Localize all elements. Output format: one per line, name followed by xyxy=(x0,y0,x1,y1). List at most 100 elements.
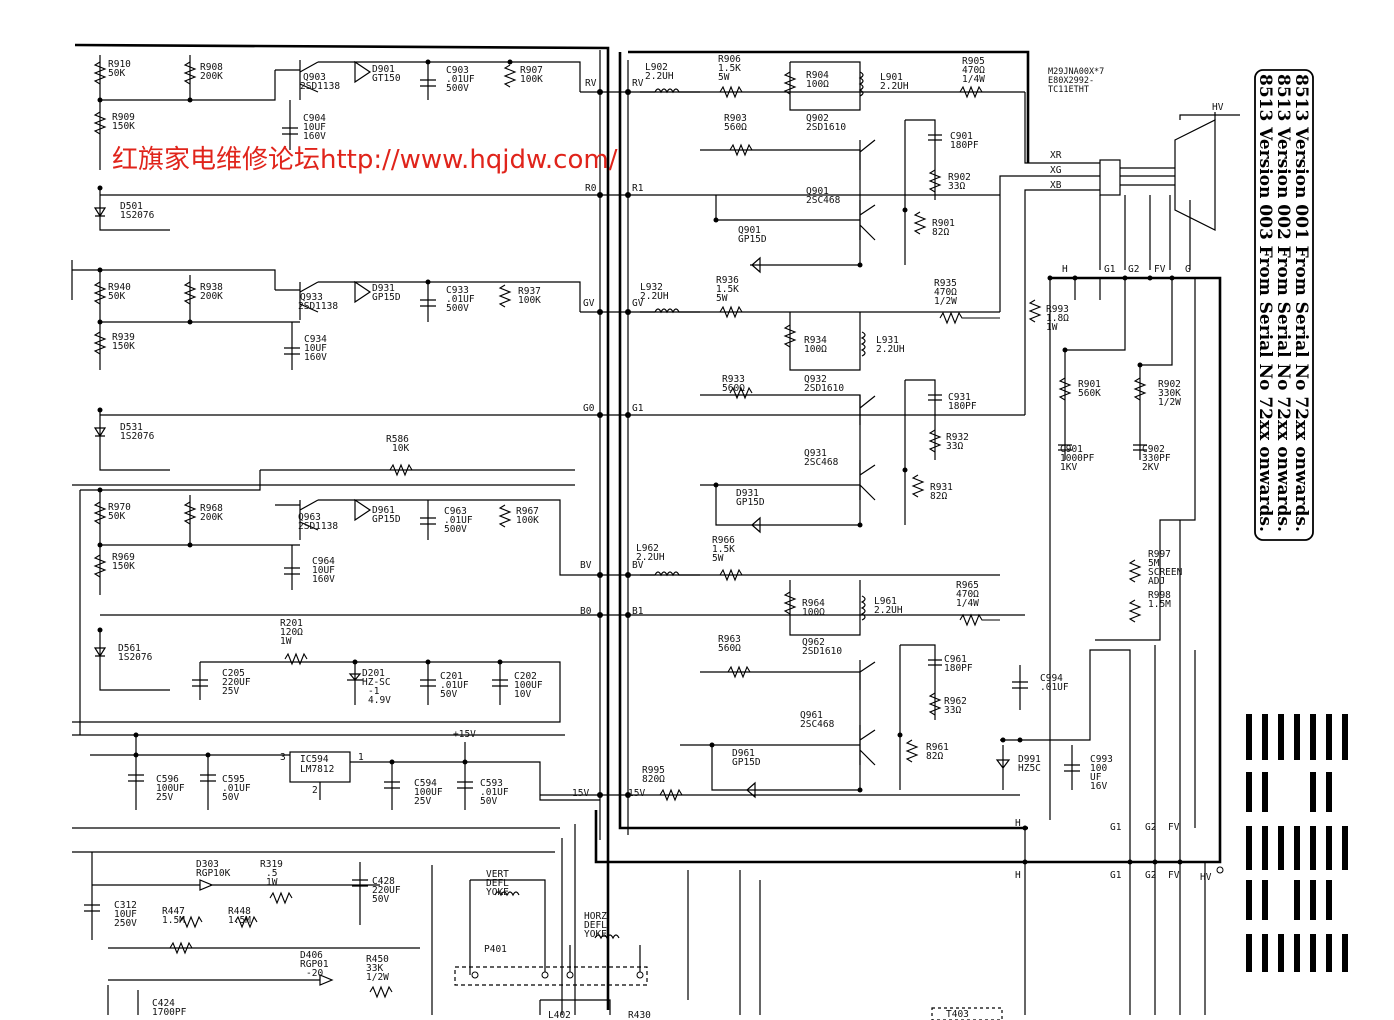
svg-text:D406: D406 xyxy=(300,950,323,961)
svg-text:10V: 10V xyxy=(514,689,531,700)
svg-text:R998: R998 xyxy=(1148,590,1171,601)
svg-text:R940: R940 xyxy=(108,282,131,293)
svg-text:R901: R901 xyxy=(1078,379,1101,390)
svg-text:C964: C964 xyxy=(312,556,335,567)
svg-text:D961: D961 xyxy=(732,748,755,759)
svg-text:2SC468: 2SC468 xyxy=(806,195,841,206)
svg-text:4.9V: 4.9V xyxy=(368,695,391,706)
svg-text:100Ω: 100Ω xyxy=(802,607,825,618)
logo-stripe xyxy=(1326,934,1332,972)
svg-text:D991: D991 xyxy=(1018,754,1041,765)
svg-text:50V: 50V xyxy=(222,792,239,803)
svg-text:16V: 16V xyxy=(1090,781,1107,792)
svg-text:82Ω: 82Ω xyxy=(926,751,943,762)
main-frame xyxy=(71,43,1222,1015)
svg-text:R965: R965 xyxy=(956,580,979,591)
svg-text:R939: R939 xyxy=(112,332,135,343)
logo-stripe xyxy=(1246,826,1252,870)
svg-text:50K: 50K xyxy=(108,291,125,302)
label-g0: G0 xyxy=(583,403,595,414)
svg-text:330PF: 330PF xyxy=(1142,453,1171,464)
logo-stripe xyxy=(1342,826,1348,870)
logo-stripe xyxy=(1262,880,1268,920)
logo-stripe xyxy=(1278,826,1284,870)
svg-text:1700PF: 1700PF xyxy=(152,1007,187,1018)
svg-text:100UF: 100UF xyxy=(414,787,443,798)
svg-text:1/4W: 1/4W xyxy=(962,74,985,85)
svg-text:1W: 1W xyxy=(1046,322,1058,333)
svg-text:2.2UH: 2.2UH xyxy=(880,81,909,92)
svg-text:C901: C901 xyxy=(950,131,973,142)
svg-text:.01UF: .01UF xyxy=(440,680,469,691)
svg-text:500V: 500V xyxy=(444,524,467,535)
svg-text:GP15D: GP15D xyxy=(736,497,765,508)
bus-labels: RV RV R0 R1 GV GV G0 G1 BV BV B0 B1 15V … xyxy=(453,78,645,799)
svg-text:C963: C963 xyxy=(444,506,467,517)
svg-text:C994: C994 xyxy=(1040,673,1063,684)
svg-text:10UF: 10UF xyxy=(304,343,327,354)
svg-text:C993: C993 xyxy=(1090,754,1113,765)
svg-text:180PF: 180PF xyxy=(944,663,973,674)
svg-text:.01UF: .01UF xyxy=(1040,682,1069,693)
svg-text:ADJ: ADJ xyxy=(1148,576,1165,587)
svg-text:C903: C903 xyxy=(446,65,469,76)
label-b1: B1 xyxy=(632,606,644,617)
logo-stripe xyxy=(1278,714,1284,760)
svg-text:R908: R908 xyxy=(200,62,223,73)
svg-text:10K: 10K xyxy=(392,443,409,454)
svg-text:R932: R932 xyxy=(946,432,969,443)
svg-text:GP15D: GP15D xyxy=(732,757,761,768)
svg-text:R586: R586 xyxy=(386,434,409,445)
label-g1: G1 xyxy=(632,403,644,414)
svg-text:FV: FV xyxy=(1168,822,1180,833)
power-section: R201 120Ω 1W C205 220UF 25V D201 HZ-SC -… xyxy=(90,618,600,810)
svg-text:D531: D531 xyxy=(120,422,143,433)
signal-buses xyxy=(100,50,1025,840)
svg-text:G2: G2 xyxy=(1145,870,1156,881)
svg-text:E80X2992-: E80X2992- xyxy=(1048,76,1094,86)
svg-text:-1: -1 xyxy=(368,686,380,697)
red-channel: R910 50K R908 200K Q903 2SD1138 D901 GT1… xyxy=(93,54,1025,274)
svg-text:33Ω: 33Ω xyxy=(944,705,961,716)
svg-text:RGP10K: RGP10K xyxy=(196,868,231,879)
svg-text:5W: 5W xyxy=(716,293,728,304)
logo-stripe xyxy=(1246,714,1252,760)
deflection-section: D303 RGP10K R319 .5 1W C428 220UF 50V C3… xyxy=(84,852,1003,1020)
svg-text:2.2UH: 2.2UH xyxy=(636,552,665,563)
svg-text:50K: 50K xyxy=(108,511,125,522)
svg-text:Q901: Q901 xyxy=(806,186,829,197)
svg-text:1S2076: 1S2076 xyxy=(120,431,155,442)
version-note-3: 8513 Version 003 From Serial No 72xx onw… xyxy=(1255,74,1275,532)
svg-text:FV: FV xyxy=(1168,870,1180,881)
svg-text:XR: XR xyxy=(1050,150,1062,161)
svg-text:Q932: Q932 xyxy=(804,374,827,385)
svg-text:180PF: 180PF xyxy=(950,140,979,151)
svg-text:50V: 50V xyxy=(372,894,389,905)
svg-text:560Ω: 560Ω xyxy=(724,122,747,133)
svg-text:R902: R902 xyxy=(948,172,971,183)
svg-text:-20: -20 xyxy=(306,968,323,979)
svg-text:5M: 5M xyxy=(1148,558,1160,569)
logo-stripe xyxy=(1294,826,1300,870)
ibm-logo xyxy=(1246,714,1348,972)
version-notes: 8513 Version 001 From Serial No 72xx onw… xyxy=(1254,69,1314,541)
svg-text:330K: 330K xyxy=(1158,388,1181,399)
svg-text:560Ω: 560Ω xyxy=(722,383,745,394)
svg-text:IC594: IC594 xyxy=(300,754,329,765)
svg-text:2SD1138: 2SD1138 xyxy=(300,81,340,92)
logo-stripe xyxy=(1294,714,1300,760)
svg-text:R961: R961 xyxy=(926,742,949,753)
svg-text:2: 2 xyxy=(312,785,318,796)
svg-text:R937: R937 xyxy=(518,286,541,297)
svg-text:C205: C205 xyxy=(222,668,245,679)
svg-text:Q961: Q961 xyxy=(800,710,823,721)
svg-text:1.5M: 1.5M xyxy=(162,915,185,926)
svg-text:RGP01: RGP01 xyxy=(300,959,329,970)
svg-text:R993: R993 xyxy=(1046,304,1069,315)
svg-text:L932: L932 xyxy=(640,282,663,293)
bottom-connector: H G1 G2 FV H G1 G2 FV HV xyxy=(1015,818,1224,1015)
svg-text:G1: G1 xyxy=(1104,264,1116,275)
svg-text:XG: XG xyxy=(1050,165,1062,176)
label-plus15v: +15V xyxy=(453,729,476,740)
